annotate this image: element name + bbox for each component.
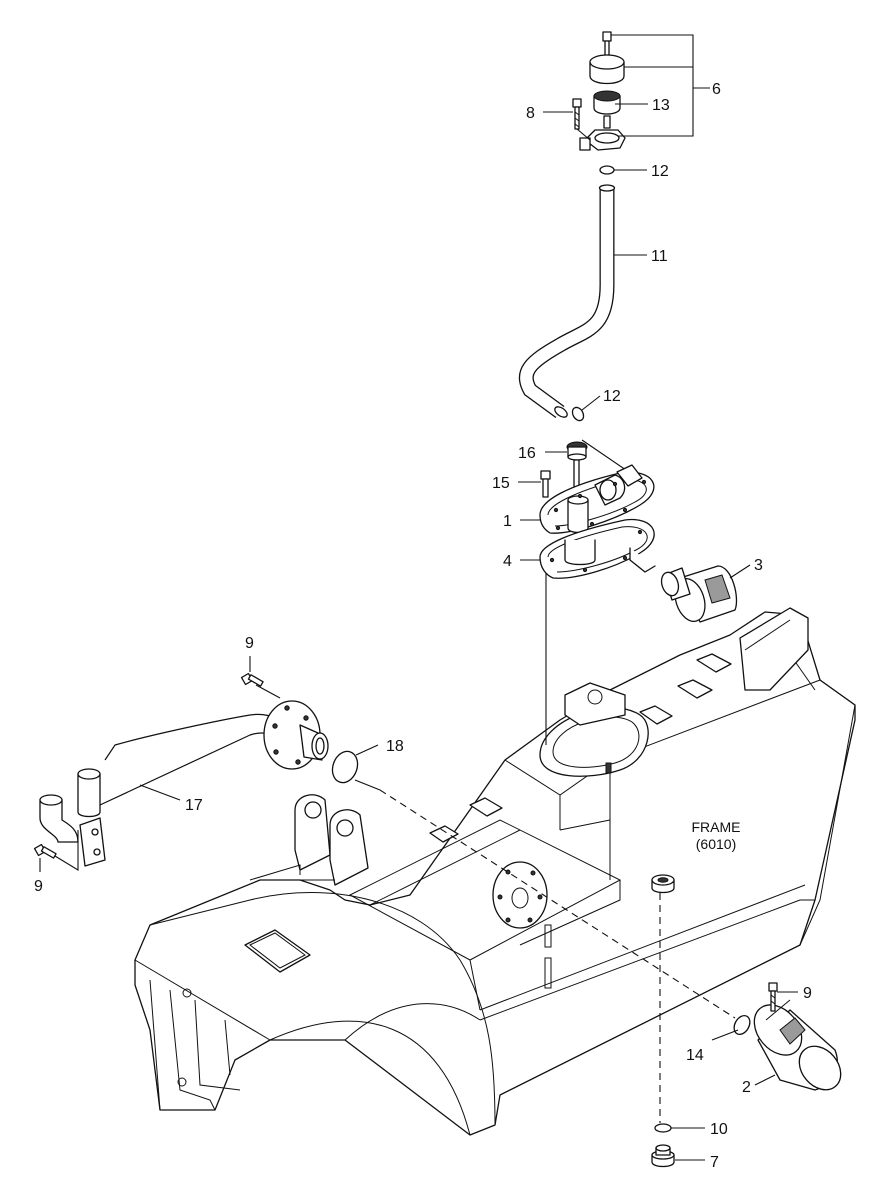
callout-1: 1: [503, 513, 512, 530]
callout-6: 6: [712, 81, 721, 98]
callout-10: 10: [710, 1121, 728, 1138]
suction-pipe-17: [39, 700, 329, 867]
o-ring-14: [733, 1015, 751, 1035]
tank-cover-1: [539, 464, 655, 534]
o-ring-12-top: [599, 165, 615, 175]
return-filter-2: [753, 999, 842, 1091]
callout-13: 13: [652, 97, 670, 114]
callout-8: 8: [526, 105, 535, 122]
callout-9-left: 9: [34, 878, 43, 895]
gasket-4: [539, 518, 656, 579]
bolt-9-left: [33, 843, 57, 859]
drain-washer-10: [654, 1123, 672, 1133]
callout-4: 4: [503, 553, 512, 570]
frame-assembly: [134, 607, 856, 1136]
drain-plug-7: [651, 1144, 675, 1168]
breather-assembly: [579, 31, 626, 151]
callout-11: 11: [651, 248, 668, 265]
callout-12-top: 12: [651, 163, 669, 180]
callout-2: 2: [742, 1079, 751, 1096]
callout-7: 7: [710, 1154, 719, 1171]
callout-labels: 6 13 8 12 11 12 16 15 1 4 3 9 18 17 9 9 …: [34, 81, 812, 1171]
bolt-8: [572, 98, 582, 130]
callout-3: 3: [754, 557, 763, 574]
bolt-9-upper: [240, 672, 264, 687]
assembly-centerlines: [379, 570, 736, 1123]
callout-15: 15: [492, 475, 510, 492]
o-ring-18: [331, 750, 359, 784]
frame-label-line2: (6010): [696, 836, 736, 852]
suction-strainer-3: [660, 565, 738, 623]
bolt-15: [540, 470, 551, 498]
callout-18: 18: [386, 738, 404, 755]
breather-hose-11: [518, 184, 616, 419]
frame-label-line1: FRAME: [692, 819, 741, 835]
callout-14: 14: [686, 1047, 704, 1064]
callout-16: 16: [518, 445, 536, 462]
frame-flange: [492, 861, 548, 929]
o-ring-12-lower: [571, 406, 585, 422]
callout-9-right: 9: [803, 985, 812, 1002]
callout-9-upper: 9: [245, 635, 254, 652]
drain-boss: [651, 874, 675, 894]
callout-12-lower: 12: [603, 388, 621, 405]
callout-17: 17: [185, 797, 203, 814]
bolt-9-right: [768, 982, 778, 1012]
